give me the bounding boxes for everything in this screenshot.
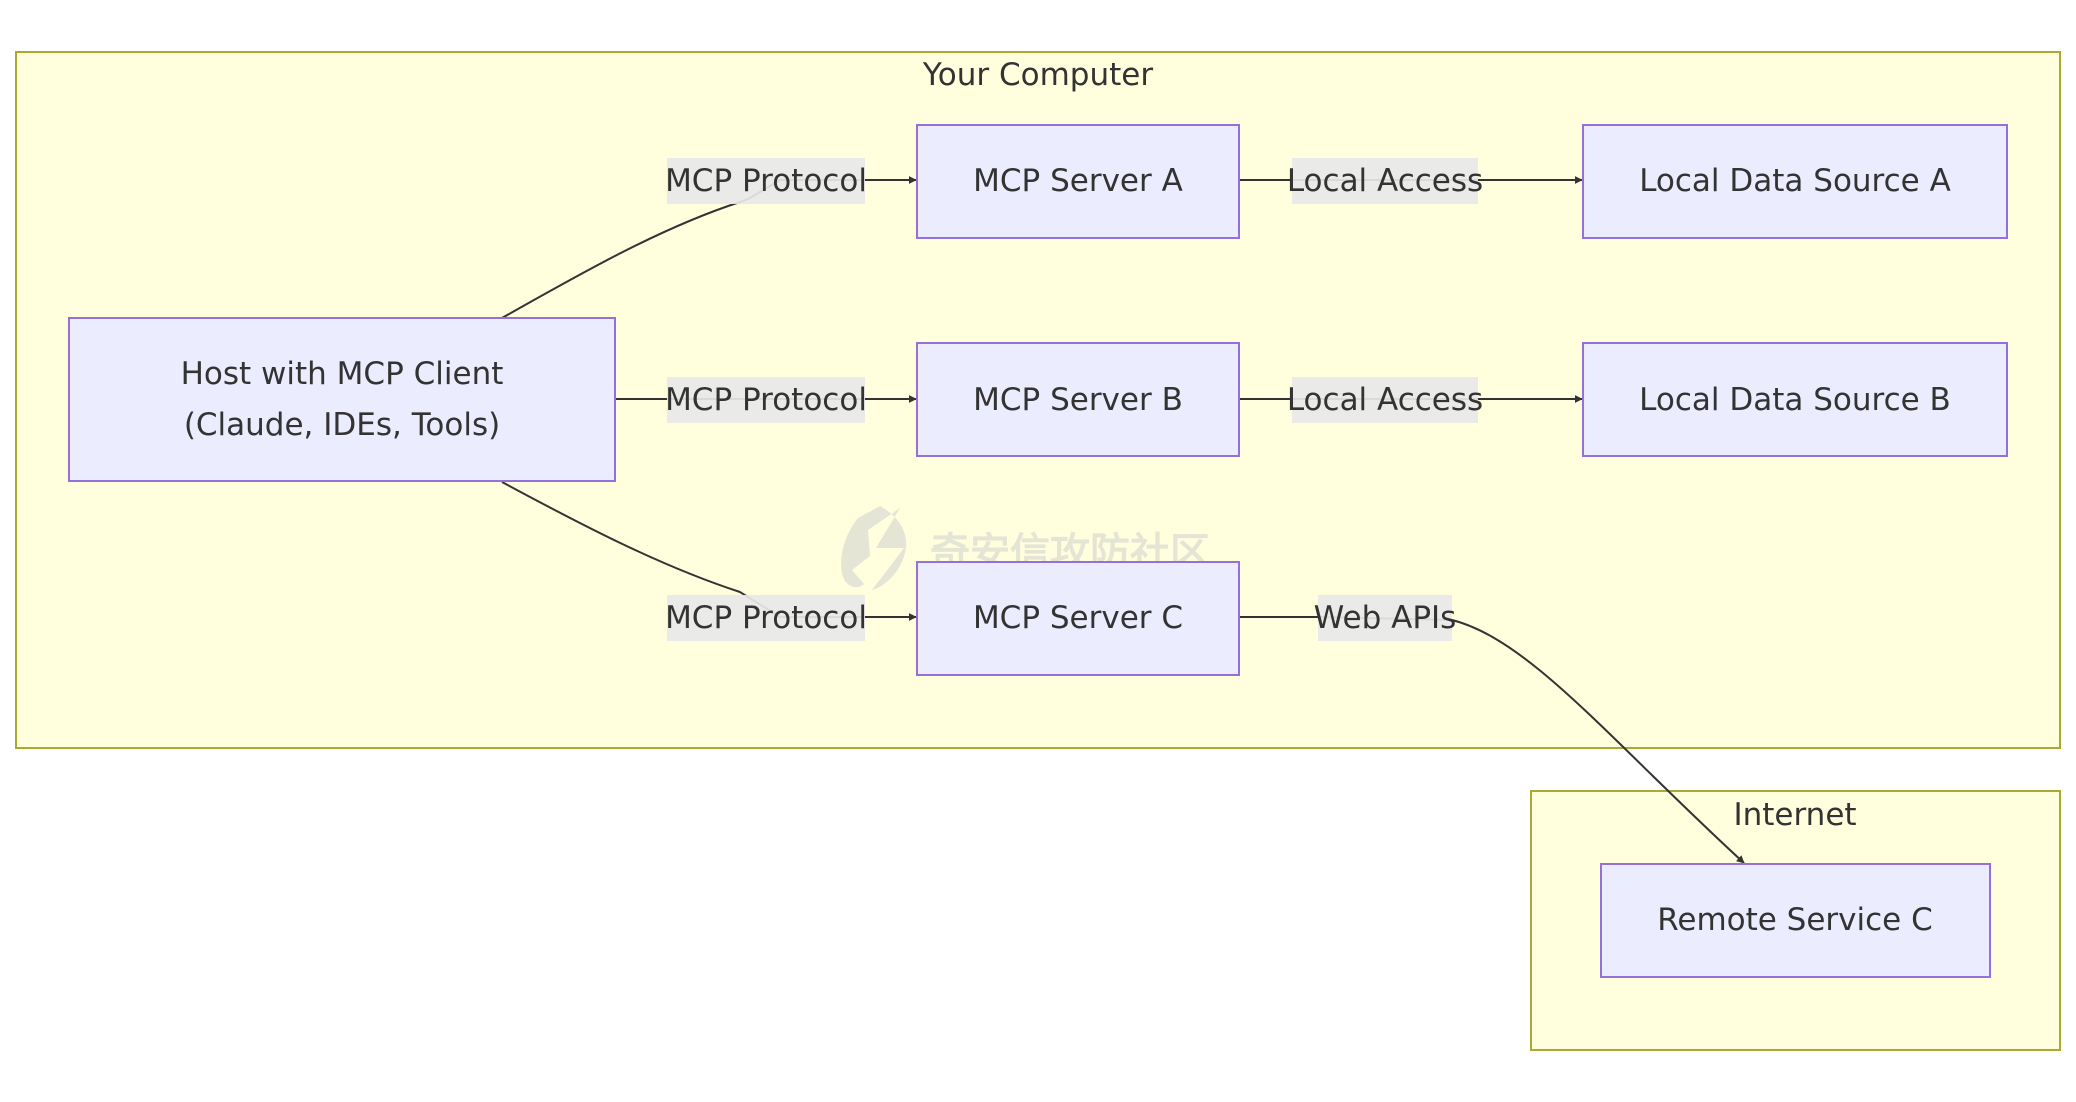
node-mcp-server-b[interactable]: MCP Server B <box>916 342 1240 457</box>
node-local-data-source-b-label: Local Data Source B <box>1639 382 1951 418</box>
edge-server-c-to-remote-c <box>1240 616 1745 864</box>
node-host-line-2: (Claude, IDEs, Tools) <box>184 407 500 443</box>
edge-label-b-to-source: Local Access <box>1287 377 1483 423</box>
edge-label-host-to-c: MCP Protocol <box>665 595 867 641</box>
node-mcp-server-c-label: MCP Server C <box>973 600 1183 636</box>
svg-text:MCP Protocol: MCP Protocol <box>665 600 867 636</box>
node-mcp-server-c[interactable]: MCP Server C <box>916 561 1240 676</box>
shield-logo-icon <box>841 506 907 590</box>
cluster-title-your-computer: Your Computer <box>922 57 1153 93</box>
node-remote-service-c-label: Remote Service C <box>1657 902 1933 938</box>
svg-text:Web APIs: Web APIs <box>1314 600 1457 636</box>
edge-host-to-server-c <box>501 481 917 621</box>
svg-text:MCP Protocol: MCP Protocol <box>665 163 867 199</box>
node-remote-service-c[interactable]: Remote Service C <box>1600 863 1991 978</box>
svg-text:MCP Protocol: MCP Protocol <box>665 382 867 418</box>
edge-label-host-to-b: MCP Protocol <box>665 377 867 423</box>
edge-label-a-to-source: Local Access <box>1287 158 1483 204</box>
node-host-line-1: Host with MCP Client <box>181 356 504 392</box>
edge-label-host-to-a: MCP Protocol <box>665 158 867 204</box>
node-mcp-server-a[interactable]: MCP Server A <box>916 124 1240 239</box>
cluster-title-internet: Internet <box>1733 797 1856 833</box>
node-local-data-source-a-label: Local Data Source A <box>1639 163 1951 199</box>
node-mcp-server-a-label: MCP Server A <box>973 163 1183 199</box>
svg-text:Local Access: Local Access <box>1287 163 1483 199</box>
node-mcp-server-b-label: MCP Server B <box>973 382 1183 418</box>
node-host-mcp-client[interactable]: Host with MCP Client (Claude, IDEs, Tool… <box>68 317 616 482</box>
edge-label-c-to-remote: Web APIs <box>1314 595 1457 641</box>
node-local-data-source-a[interactable]: Local Data Source A <box>1582 124 2008 239</box>
node-local-data-source-b[interactable]: Local Data Source B <box>1582 342 2008 457</box>
svg-text:Local Access: Local Access <box>1287 382 1483 418</box>
